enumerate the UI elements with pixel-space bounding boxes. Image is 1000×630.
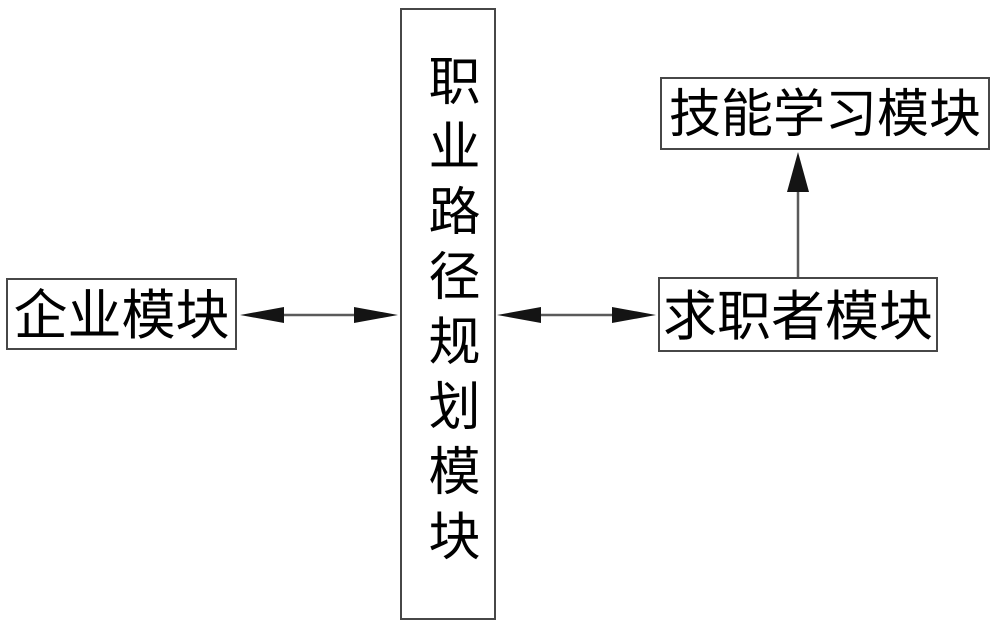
career-path-planning-module-label: 职业路径规划模块	[420, 54, 477, 574]
arrow-career-jobseeker-bidirectional	[497, 307, 656, 323]
arrow-jobseeker-to-skill-up	[787, 152, 809, 277]
node-enterprise-module: 企业模块	[6, 278, 237, 350]
job-seeker-module-label: 求职者模块	[663, 286, 933, 347]
node-skill-learning-module: 技能学习模块	[660, 77, 990, 150]
enterprise-module-label: 企业模块	[13, 286, 230, 346]
node-job-seeker-module: 求职者模块	[658, 277, 938, 352]
node-career-path-planning-module: 职业路径规划模块	[400, 8, 496, 620]
skill-learning-module-label: 技能学习模块	[668, 86, 981, 144]
arrow-enterprise-career-bidirectional	[240, 307, 398, 323]
